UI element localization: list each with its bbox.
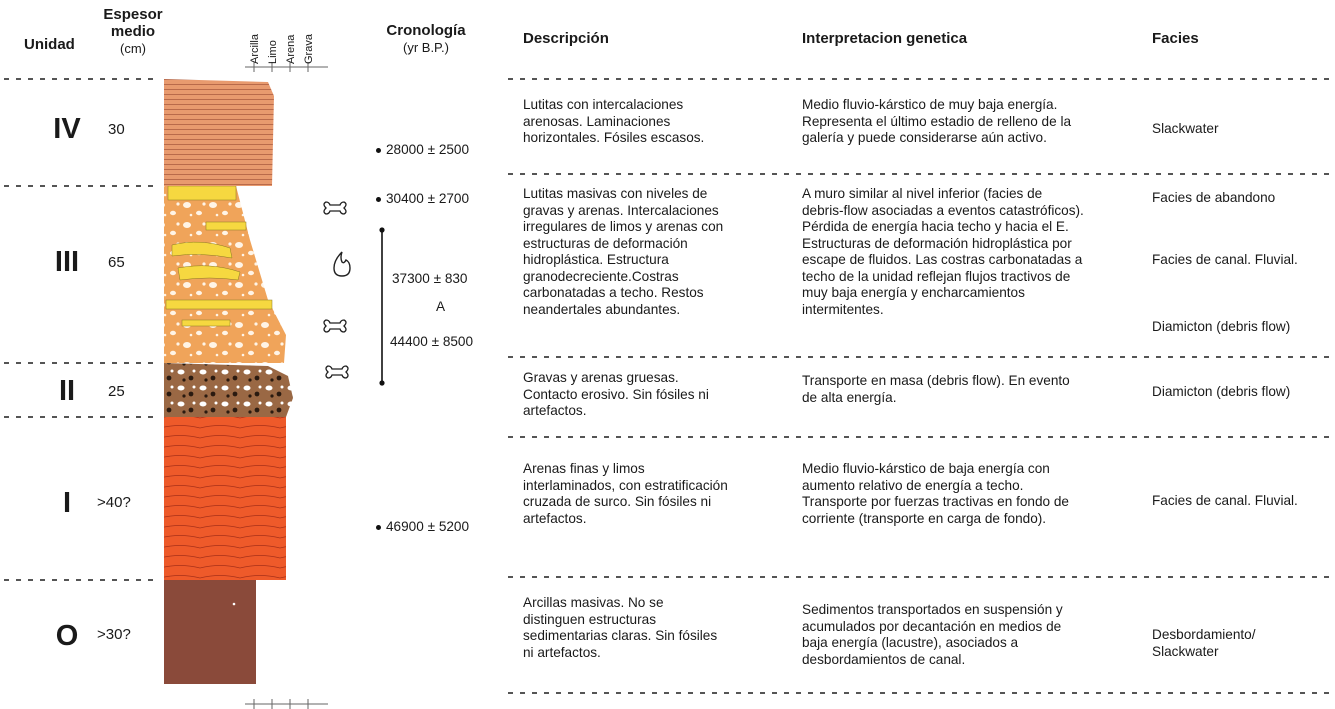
header-interpretacion: Interpretacion genetica (802, 30, 968, 47)
facies-IV: Slackwater (1152, 121, 1219, 136)
unit-label-III: III (54, 246, 80, 278)
facies-I: Facies de canal. Fluvial. (1152, 493, 1298, 508)
unit-thickness-I: >40? (97, 494, 131, 511)
header-unidad: Unidad (24, 36, 75, 53)
date-3: 37300 ± 830 (392, 271, 468, 286)
date-dot (376, 147, 381, 153)
description-I: Arenas finas y limos interlaminados, con… (523, 461, 728, 526)
hand-axe-icon (333, 251, 351, 277)
grain-label-arena: Arena (285, 34, 297, 64)
facies-III-abandono: Facies de abandono (1152, 190, 1276, 205)
unit-O-block (164, 580, 256, 684)
unit-thickness-IV: 30 (108, 121, 125, 138)
unit-label-I: I (62, 487, 72, 519)
unit-label-IV: IV (53, 113, 81, 145)
date-1: 28000 ± 2500 (376, 142, 469, 157)
description-O: Arcillas masivas. No se distinguen estru… (523, 595, 718, 660)
date-2: 30400 ± 2700 (376, 191, 469, 206)
description-III: Lutitas masivas con niveles de gravas y … (523, 186, 724, 317)
interpretation-III: A muro similar al nivel inferior (facies… (802, 186, 1084, 317)
date-3-label: A (436, 299, 446, 314)
unit-II-block (164, 363, 293, 417)
header-facies: Facies (1152, 30, 1199, 47)
date-4: 44400 ± 8500 (390, 334, 474, 349)
description-IV: Lutitas con intercalaciones arenosas. La… (523, 97, 705, 145)
bone-icon (323, 201, 347, 215)
unit-label-II: II (58, 375, 76, 407)
header-espesor: Espesor medio (cm) (103, 6, 163, 56)
facies-O: Desbordamiento/ Slackwater (1152, 627, 1256, 659)
date-dot (376, 524, 381, 530)
facies-III-diamicton: Diamicton (debris flow) (1152, 319, 1291, 334)
bone-icon (325, 365, 349, 379)
facies-II: Diamicton (debris flow) (1152, 384, 1291, 399)
interpretation-II: Transporte en masa (debris flow). En eve… (802, 373, 1070, 405)
interpretation-O: Sedimentos transportados en suspensión y… (802, 602, 1063, 667)
grain-label-arcilla: Arcilla (249, 34, 261, 64)
description-II: Gravas y arenas gruesas. Contacto erosiv… (523, 370, 709, 418)
unit-I-block (164, 417, 286, 580)
unit-thickness-II: 25 (108, 383, 125, 400)
unit-IV-block (164, 79, 274, 186)
header-cronologia: Cronología (yr B.P.) (386, 22, 466, 55)
yellow-lenses (165, 185, 273, 327)
unit-thickness-O: >30? (97, 626, 131, 643)
unit-thickness-III: 65 (108, 254, 125, 271)
interpretation-IV: Medio fluvio-kárstico de muy baja energí… (802, 97, 1072, 145)
grain-label-limo: Limo (267, 40, 279, 64)
header-descripcion: Descripción (523, 30, 609, 47)
unit-label-O: O (55, 620, 79, 652)
facies-III-canal: Facies de canal. Fluvial. (1152, 252, 1298, 267)
interpretation-I: Medio fluvio-kárstico de baja energía co… (802, 461, 1069, 526)
date-5: 46900 ± 5200 (376, 519, 469, 534)
date-dot (376, 196, 381, 202)
bone-icon (323, 319, 347, 333)
grain-label-grava: Grava (303, 34, 315, 64)
